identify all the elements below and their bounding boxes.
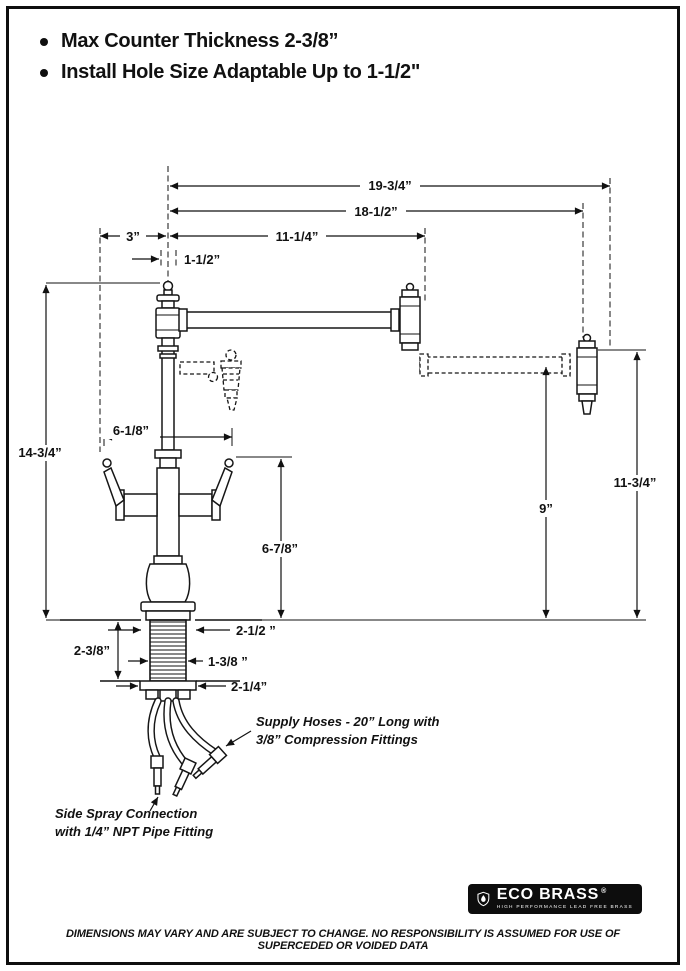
dim-label-2-1-4: 2-1/4” bbox=[231, 679, 267, 694]
side-spray-note-line2: with 1/4” NPT Pipe Fitting bbox=[55, 824, 213, 839]
bullet-install-hole-size: Install Hole Size Adaptable Up to 1-1/2" bbox=[40, 61, 420, 84]
brand-wordmark: ECO BRASS ® bbox=[497, 887, 633, 903]
spout-arm-upper bbox=[178, 308, 400, 332]
handle-left bbox=[102, 458, 125, 508]
side-spray-phantom bbox=[179, 349, 242, 411]
supply-fitting-2 bbox=[192, 745, 228, 780]
swivel-joint-1 bbox=[399, 282, 421, 351]
dim-label-9: 9” bbox=[539, 501, 553, 516]
dimension-labels: 19-3/4” 18-1/2” 3” 11-1/4” 1-1/2” 14-3/4… bbox=[18, 178, 656, 694]
swivel-joint-2 bbox=[576, 333, 598, 415]
bullet-text: Max Counter Thickness 2-3/8” bbox=[61, 30, 339, 52]
annotations: Supply Hoses - 20” Long with 3/8” Compre… bbox=[55, 714, 440, 839]
top-finial bbox=[156, 280, 180, 309]
dim-label-19-3-4: 19-3/4” bbox=[368, 178, 411, 193]
dim-label-6-1-8: 6-1/8” bbox=[113, 423, 149, 438]
supply-fitting-1 bbox=[172, 757, 197, 798]
spout-tee bbox=[155, 307, 181, 339]
dimension-label-backgrounds bbox=[14, 179, 664, 557]
supply-hoses-note-line1: Supply Hoses - 20” Long with bbox=[256, 714, 440, 729]
centerlines bbox=[99, 166, 611, 452]
ecobrass-shield-icon bbox=[477, 891, 490, 907]
supply-hoses bbox=[147, 697, 220, 768]
mounting-shank bbox=[149, 619, 187, 682]
dim-label-14-3-4: 14-3/4” bbox=[18, 445, 61, 460]
spec-bullets: Max Counter Thickness 2-3/8” Install Hol… bbox=[40, 30, 420, 92]
extension-ticks bbox=[46, 282, 646, 621]
brand-name: ECO BRASS bbox=[496, 886, 600, 904]
faucet-column bbox=[157, 337, 179, 451]
dim-label-3: 3” bbox=[126, 229, 140, 244]
bullet-text: Install Hole Size Adaptable Up to 1-1/2" bbox=[61, 61, 421, 83]
faucet-base bbox=[140, 555, 196, 621]
side-spray-leader bbox=[149, 796, 159, 812]
logo-text: ECO BRASS ® HIGH PERFORMANCE LEAD FREE B… bbox=[497, 887, 633, 910]
disclaimer-text: DIMENSIONS MAY VARY AND ARE SUBJECT TO C… bbox=[65, 928, 621, 952]
dim-label-18-1-2: 18-1/2” bbox=[354, 204, 397, 219]
hose-fittings bbox=[150, 745, 228, 798]
mounting-nut bbox=[139, 680, 197, 702]
dim-label-6-7-8: 6-7/8” bbox=[262, 541, 298, 556]
dim-label-2-1-2: 2-1/2 ” bbox=[236, 623, 276, 638]
registered-mark: ® bbox=[601, 888, 608, 896]
faucet-body bbox=[102, 280, 598, 798]
bullet-dot-icon bbox=[40, 68, 48, 77]
dim-label-11-3-4: 11-3/4” bbox=[614, 475, 657, 490]
counter-top-lines bbox=[60, 619, 262, 682]
dim-label-1-1-2: 1-1/2” bbox=[184, 252, 220, 267]
dim-label-11-1-4: 11-1/4” bbox=[276, 229, 319, 244]
brand-tagline: HIGH PERFORMANCE LEAD FREE BRASS bbox=[496, 904, 633, 910]
ecobrass-logo: ECO BRASS ® HIGH PERFORMANCE LEAD FREE B… bbox=[468, 884, 642, 914]
supply-hoses-note-line2: 3/8” Compression Fittings bbox=[256, 732, 418, 747]
handle-assembly bbox=[102, 449, 234, 557]
bullet-max-counter-thickness: Max Counter Thickness 2-3/8” bbox=[40, 30, 420, 53]
dim-label-1-3-8: 1-3/8 ” bbox=[208, 654, 248, 669]
side-spray-fitting bbox=[150, 755, 164, 795]
bullet-dot-icon bbox=[40, 37, 48, 46]
side-spray-note-line1: Side Spray Connection bbox=[55, 806, 197, 821]
spout-nozzle bbox=[581, 400, 593, 415]
dim-label-2-3-8: 2-3/8” bbox=[74, 643, 110, 658]
supply-hoses-leader bbox=[225, 730, 252, 747]
spout-arm-lower-phantom bbox=[419, 353, 571, 377]
handle-right bbox=[211, 458, 234, 508]
